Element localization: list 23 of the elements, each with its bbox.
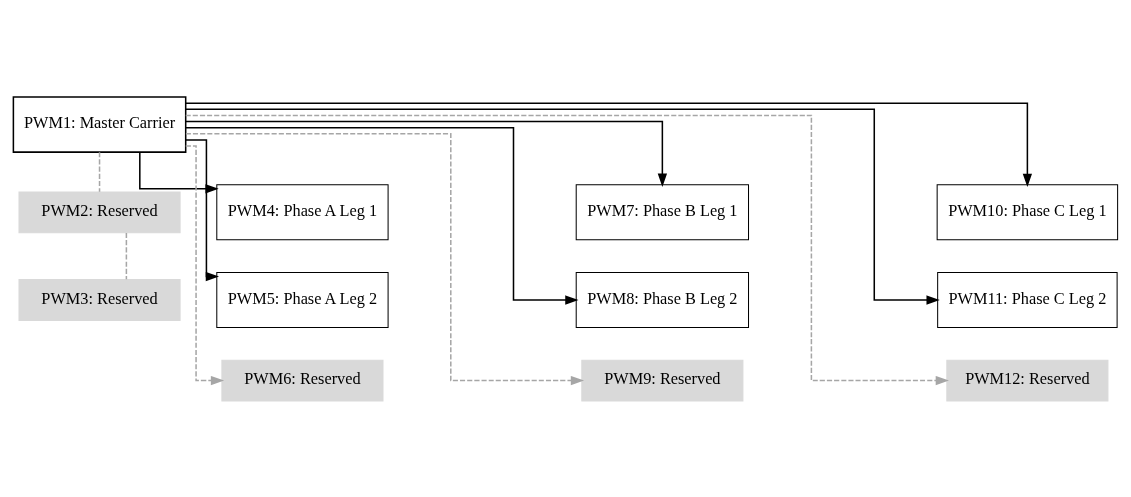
node-box: PWM2: Reserved xyxy=(18,190,181,233)
arrow xyxy=(185,126,579,305)
node-box: PWM4: Phase A Leg 1 xyxy=(216,183,389,240)
node-box: PWM3: Reserved xyxy=(18,278,181,321)
arrow xyxy=(185,120,667,187)
node-box: PWM7: Phase B Leg 1 xyxy=(575,183,750,240)
connector xyxy=(98,151,101,192)
arrow xyxy=(185,101,1033,187)
arrow xyxy=(184,144,225,385)
node-box: PWM12: Reserved xyxy=(946,359,1109,401)
connector xyxy=(125,231,128,280)
node-box: PWM9: Reserved xyxy=(581,359,744,401)
node-box: PWM8: Phase B Leg 2 xyxy=(575,271,750,328)
arrow xyxy=(185,108,940,305)
node-box: PWM11: Phase C Leg 2 xyxy=(937,271,1118,328)
node-box: PWM6: Reserved xyxy=(221,359,384,401)
node-box: PWM5: Phase A Leg 2 xyxy=(216,271,389,328)
node-box: PWM1: Master Carrier xyxy=(12,95,187,153)
arrow xyxy=(185,132,585,385)
node-box: PWM10: Phase C Leg 1 xyxy=(936,183,1119,240)
arrow xyxy=(185,114,949,385)
arrow xyxy=(139,150,219,193)
arrow xyxy=(185,138,219,281)
